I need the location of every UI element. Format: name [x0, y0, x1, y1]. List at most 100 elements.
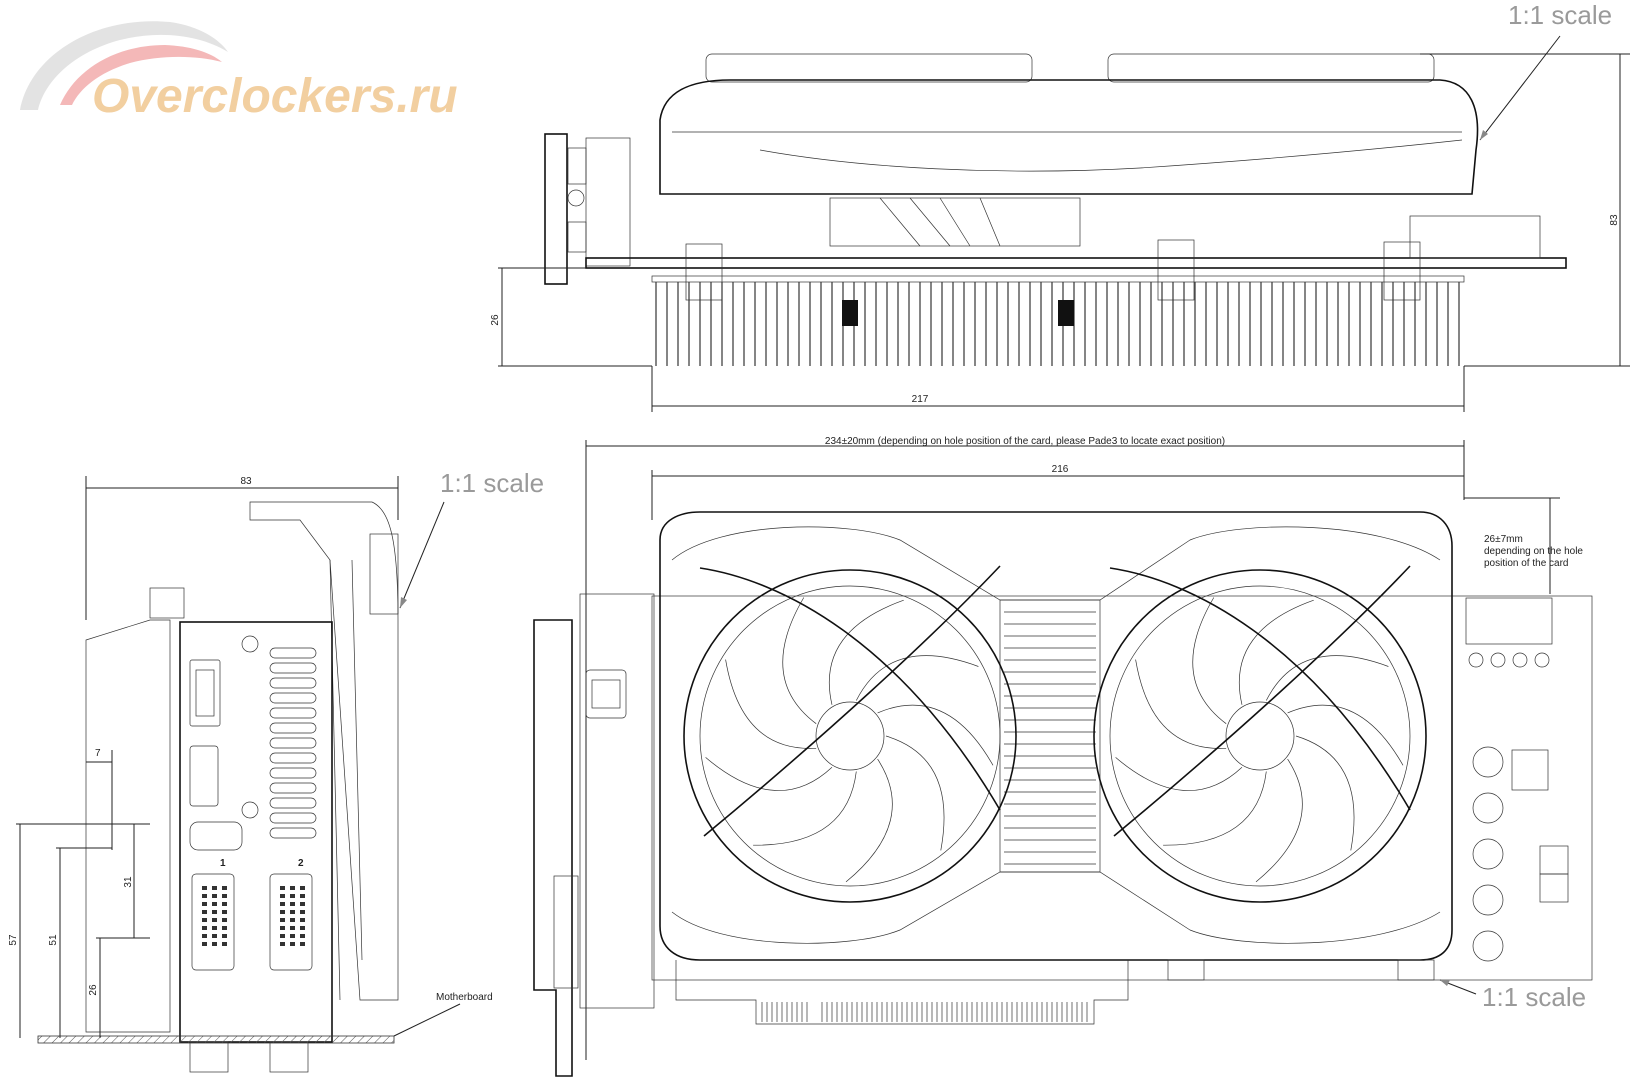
- vent-slot: [269, 767, 317, 779]
- dvi-pin: [300, 934, 305, 938]
- dvi-pin: [300, 894, 305, 898]
- scale-label-bottom: 1:1 scale: [1482, 982, 1586, 1012]
- top-view-bracket-port: [567, 147, 587, 185]
- dim-side-26: 26: [88, 937, 150, 1038]
- front-note-line-2: depending on the hole: [1484, 546, 1583, 557]
- fan-blade: [1115, 757, 1243, 791]
- dvi-pin: [280, 918, 285, 922]
- dvi-pin: [300, 902, 305, 906]
- top-view-bracket-plate: [585, 137, 631, 267]
- dvi-pin: [202, 918, 207, 922]
- capacitor: [1472, 838, 1504, 870]
- scale-arrow-bottom-icon: [1440, 980, 1450, 986]
- dvi-pin: [222, 942, 227, 946]
- vent-slot: [269, 647, 317, 659]
- capacitor: [1472, 930, 1504, 962]
- top-view-pcb: [585, 257, 1567, 269]
- dvi-pin: [280, 926, 285, 930]
- logo-text: Overclockers.ru: [92, 70, 458, 123]
- front-view-fan-left: [683, 565, 1017, 903]
- side-view-bracket-foot: [269, 1041, 309, 1073]
- dvi-pin: [202, 926, 207, 930]
- vent-slot: [269, 707, 317, 719]
- scale-arrow-top-icon: [1480, 130, 1488, 140]
- dvi-pin: [212, 910, 217, 914]
- motherboard-leader: [393, 1003, 461, 1037]
- dvi-pin: [300, 918, 305, 922]
- front-view-tab: [1167, 959, 1205, 981]
- dvi-pin: [202, 910, 207, 914]
- side-view-dvi-2: [269, 873, 313, 971]
- side-view-screw-hole: [241, 635, 259, 653]
- fan-blade: [828, 599, 904, 705]
- top-view-fin-base: [651, 275, 1465, 283]
- side-view-card-edge: [85, 619, 171, 1033]
- dvi-pin: [290, 918, 295, 922]
- front-view-ic: [1539, 845, 1569, 875]
- dvi-pin: [280, 894, 285, 898]
- dvi-pin: [280, 934, 285, 938]
- scale-label-top: 1:1 scale: [1508, 0, 1612, 30]
- front-view-tab: [1397, 959, 1435, 981]
- fan-left-hub: [815, 701, 885, 771]
- dim-side-width-label: 83: [240, 476, 252, 487]
- dvi-pin: [202, 894, 207, 898]
- side-view-shroud: [249, 501, 399, 1001]
- dvi-pin: [300, 942, 305, 946]
- scale-label-side: 1:1 scale: [440, 468, 544, 498]
- scale-arrow-side-icon: [400, 597, 407, 608]
- fan-blade: [782, 597, 817, 724]
- dvi-pin: [290, 910, 295, 914]
- vent-slot: [269, 812, 317, 824]
- dim-side-26-label: 26: [88, 984, 99, 996]
- power-pin: [1468, 652, 1484, 668]
- fan-blade: [1192, 597, 1227, 724]
- dvi-pin: [222, 918, 227, 922]
- fan-blade: [885, 735, 945, 851]
- front-view-side-note: 26±7mm depending on the hole position of…: [1464, 497, 1583, 594]
- dim-top-height: 83: [1420, 53, 1630, 367]
- scale-leader-side: [399, 501, 445, 609]
- dvi-pin: [212, 942, 217, 946]
- front-view-bracket-io: [579, 593, 655, 1009]
- site-logo: Overclockers.ru: [20, 21, 458, 123]
- top-view-bracket: [544, 133, 568, 285]
- fan-right-ring-inner: [1109, 585, 1411, 887]
- top-view-screw: [1058, 300, 1074, 326]
- fan-blade: [1295, 735, 1355, 851]
- dim-front-overall-note: 234±20mm (depending on hole position of …: [825, 436, 1225, 447]
- dim-side-31: 31: [112, 823, 150, 939]
- fan-blade: [705, 757, 833, 791]
- front-view-capacitors: [1472, 746, 1504, 962]
- dvi-pin: [300, 926, 305, 930]
- fan-blade: [1255, 758, 1303, 883]
- front-view-pcie-contacts: [761, 1002, 1088, 1022]
- fan-right-hub: [1225, 701, 1295, 771]
- dvi-pin: [290, 934, 295, 938]
- side-view-displayport-inner: [195, 669, 215, 717]
- fan-blade: [1265, 655, 1389, 701]
- dvi-pin: [212, 894, 217, 898]
- dvi-pin: [212, 886, 217, 890]
- capacitor: [1472, 792, 1504, 824]
- fan-blade: [855, 655, 979, 701]
- side-view-bracket-plate: [179, 621, 333, 1043]
- front-view-center-heatsink: [999, 599, 1101, 873]
- dim-side-57-label: 57: [8, 934, 19, 946]
- side-view-drawing: 83 1 2 Motherboard 7: [8, 468, 544, 1073]
- front-view-displayport: [585, 669, 627, 719]
- front-note-line-1: 26±7mm: [1484, 534, 1523, 545]
- fan-left-ring: [683, 569, 1017, 903]
- vent-slot: [269, 752, 317, 764]
- fan-left-blades: [705, 597, 994, 883]
- front-view-dvi-side: [553, 875, 579, 989]
- fan-blade: [1238, 599, 1314, 705]
- dvi-pin: [212, 934, 217, 938]
- dim-side-51-label: 51: [48, 934, 59, 946]
- dim-top-26-label: 26: [490, 314, 501, 326]
- fan-right-ring: [1093, 569, 1427, 903]
- front-view-shroud-lower-contour: [671, 871, 1441, 944]
- dvi-pin: [290, 926, 295, 930]
- dvi-pin: [290, 902, 295, 906]
